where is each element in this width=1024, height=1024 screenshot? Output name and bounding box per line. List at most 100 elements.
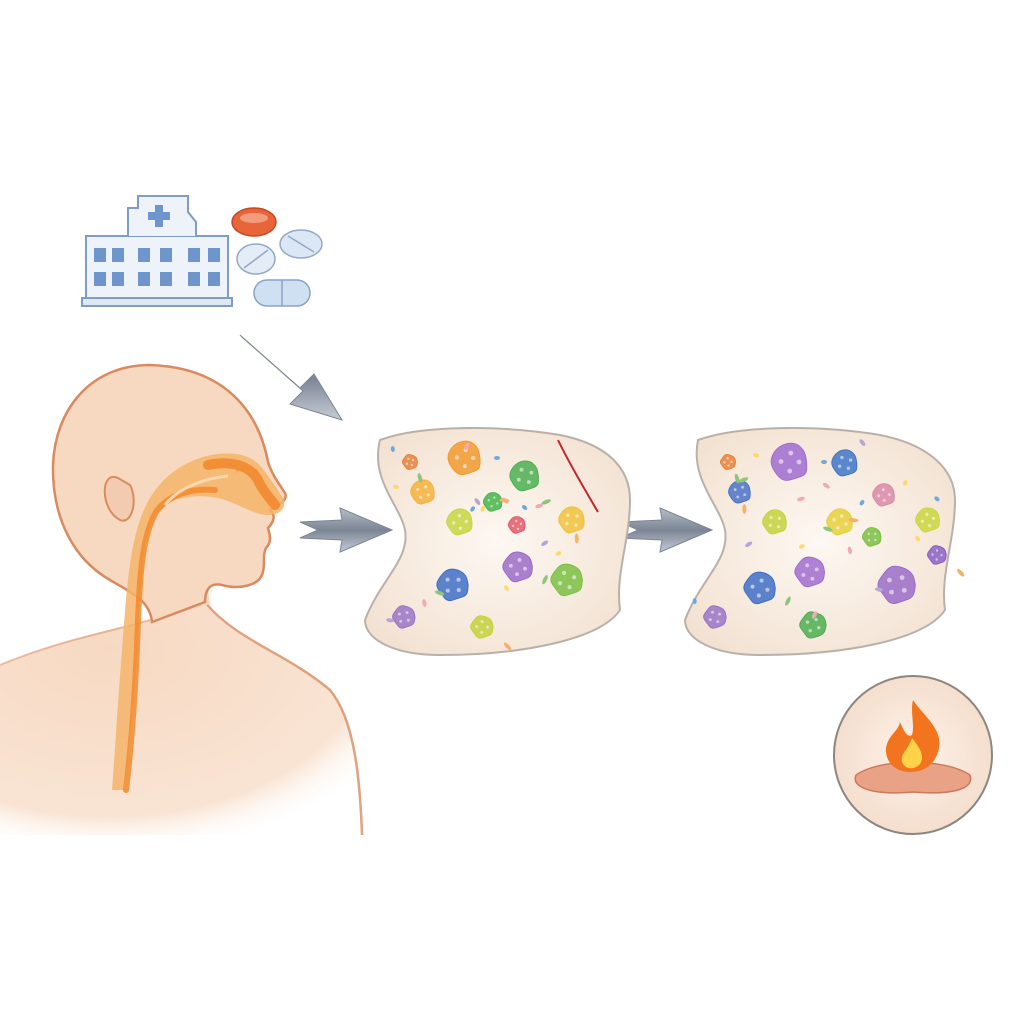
microbe-before-8 bbox=[502, 551, 533, 583]
microbe-before-12 bbox=[401, 454, 418, 470]
microbe-before-3 bbox=[446, 508, 473, 536]
microbe-after-12-dot-1 bbox=[716, 620, 720, 624]
microbe-after-11-dot-0 bbox=[935, 549, 939, 552]
person-head-icon bbox=[0, 363, 364, 836]
microbe-before-5-dot-3 bbox=[487, 499, 491, 502]
microbe-after-8 bbox=[743, 571, 776, 605]
microbe-before-10-dot-2 bbox=[406, 618, 410, 622]
microbe-after-5-dot-2 bbox=[836, 526, 840, 530]
speck-after-0 bbox=[821, 460, 827, 464]
speck-after-18 bbox=[859, 500, 865, 506]
speck-after-6 bbox=[934, 496, 940, 502]
speck-before-21 bbox=[504, 585, 509, 591]
microbe-group-after bbox=[692, 439, 965, 639]
speck-after-16 bbox=[859, 439, 866, 446]
microbe-after-14-dot-1 bbox=[723, 461, 726, 464]
microbe-after-4-dot-3 bbox=[768, 523, 772, 527]
microbe-before-1-dot-3 bbox=[529, 470, 534, 475]
speck-after-13 bbox=[811, 611, 818, 619]
microbe-after-10-dot-2 bbox=[901, 587, 907, 593]
microbe-after-7 bbox=[861, 527, 882, 547]
speck-after-14 bbox=[738, 477, 749, 483]
microbe-after-8-dot-0 bbox=[756, 593, 761, 598]
microbe-before-12-dot-3 bbox=[407, 457, 410, 461]
microbe-after-0-dot-0 bbox=[796, 459, 802, 465]
microbe-after-1 bbox=[831, 449, 858, 477]
inflammation-flame-icon bbox=[833, 675, 993, 835]
microbe-after-1-dot-0 bbox=[846, 466, 851, 470]
speck-after-20 bbox=[823, 526, 833, 532]
microbe-after-13-dot-0 bbox=[817, 625, 821, 630]
microbe-after-1-dot-2 bbox=[840, 455, 844, 460]
microbe-after-10-dot-0 bbox=[887, 577, 892, 583]
microbe-after-9-dot-1 bbox=[805, 563, 810, 568]
microbe-after-8-dot-1 bbox=[750, 584, 755, 589]
microbe-group-before bbox=[386, 440, 585, 651]
microbe-after-6-dot-1 bbox=[927, 524, 932, 528]
microbe-after-6-dot-3 bbox=[925, 512, 929, 516]
microbe-before-7-dot-3 bbox=[456, 577, 461, 582]
microbe-before-9-dot-3 bbox=[567, 585, 572, 590]
microbe-before-7-dot-0 bbox=[456, 587, 461, 593]
speck-after-19 bbox=[797, 496, 805, 502]
speck-before-6 bbox=[522, 505, 528, 511]
speck-after-7 bbox=[847, 546, 852, 555]
microbe-after-9-dot-3 bbox=[810, 576, 815, 581]
speck-before-8 bbox=[542, 575, 548, 585]
microbe-after-3-dot-3 bbox=[882, 498, 886, 502]
microbe-before-12-dot-1 bbox=[410, 463, 414, 467]
microbe-before-0-dot-2 bbox=[454, 455, 460, 460]
microbe-after-12-dot-3 bbox=[711, 610, 714, 614]
microbe-before-3-dot-0 bbox=[452, 521, 456, 525]
microbe-before-9-dot-2 bbox=[572, 575, 577, 580]
microbe-before-1-dot-2 bbox=[519, 467, 524, 472]
speck-before-20 bbox=[434, 590, 445, 596]
microbe-before-8-dot-3 bbox=[523, 566, 527, 571]
arrow-right-icon-2 bbox=[619, 507, 714, 553]
microbe-before-11-dot-2 bbox=[480, 630, 484, 634]
speck-after-8 bbox=[785, 596, 791, 606]
microbe-before-4-dot-1 bbox=[575, 514, 579, 518]
microbe-after-1-dot-1 bbox=[837, 464, 842, 468]
speck-after-10 bbox=[874, 587, 883, 592]
speck-before-13 bbox=[464, 442, 470, 450]
microbe-after-7-dot-3 bbox=[874, 532, 877, 536]
microbe-before-0-dot-1 bbox=[462, 463, 467, 469]
speck-before-17 bbox=[574, 533, 579, 544]
microbe-before-11-dot-1 bbox=[485, 625, 489, 629]
microbe-before-2-dot-0 bbox=[419, 495, 423, 499]
speck-before-2 bbox=[417, 473, 423, 483]
microbe-after-13-dot-1 bbox=[808, 628, 812, 633]
microbe-after-14 bbox=[719, 454, 737, 470]
microbe-before-6-dot-0 bbox=[519, 522, 523, 526]
microbe-before-3-dot-2 bbox=[464, 519, 468, 524]
microbe-after-11-dot-2 bbox=[935, 558, 938, 561]
speck-before-0 bbox=[494, 456, 500, 460]
speck-before-10 bbox=[386, 618, 395, 623]
microbe-before-9-dot-1 bbox=[562, 570, 567, 575]
microbe-before-7-dot-1 bbox=[445, 588, 450, 593]
microbe-after-3-dot-0 bbox=[877, 494, 881, 498]
speck-after-1 bbox=[822, 482, 830, 489]
microbe-after-0-dot-1 bbox=[787, 468, 793, 474]
microbe-after-12-dot-2 bbox=[708, 618, 712, 622]
microbe-before-11 bbox=[470, 615, 494, 639]
microbe-after-2-dot-0 bbox=[736, 495, 740, 499]
microbe-after-0-dot-3 bbox=[788, 450, 794, 456]
microbe-after-9-dot-0 bbox=[801, 573, 806, 577]
speck-before-5 bbox=[499, 498, 510, 503]
microbe-after-10-dot-3 bbox=[889, 589, 894, 595]
microbe-before-0-dot-0 bbox=[470, 455, 476, 461]
microbe-after-0 bbox=[770, 442, 808, 481]
microbe-after-7-dot-1 bbox=[867, 539, 871, 542]
microbe-after-12 bbox=[703, 605, 727, 629]
speck-before-15 bbox=[393, 484, 399, 489]
speck-after-5 bbox=[848, 518, 859, 523]
microbe-before-4 bbox=[558, 506, 585, 534]
microbe-after-0-dot-2 bbox=[778, 459, 784, 464]
pills-icon bbox=[231, 207, 323, 307]
speck-before-11 bbox=[503, 642, 512, 651]
microbe-before-2-dot-2 bbox=[424, 485, 428, 489]
microbe-after-4-dot-1 bbox=[777, 516, 782, 520]
microbe-after-7-dot-2 bbox=[867, 532, 870, 536]
